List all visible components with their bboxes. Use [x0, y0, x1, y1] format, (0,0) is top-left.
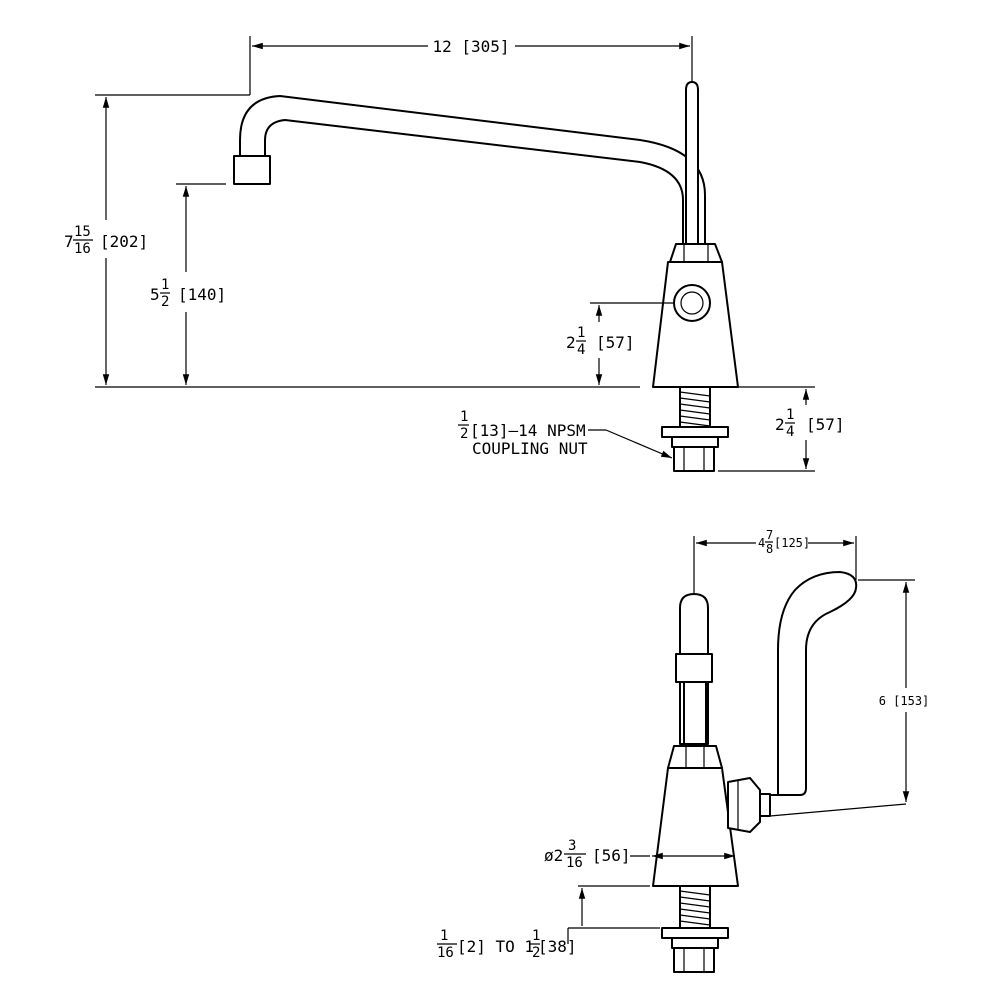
svg-text:[140]: [140]	[178, 285, 226, 304]
svg-text:4: 4	[786, 424, 794, 440]
svg-text:[13]–14 NPSM: [13]–14 NPSM	[470, 421, 586, 440]
valve-body-front	[652, 767, 739, 887]
dim-body-diameter: ø2 3 16 [56]	[544, 838, 631, 871]
threaded-shank-front	[679, 885, 711, 929]
dim-top-width: 12 [305]	[432, 37, 509, 56]
svg-text:15: 15	[74, 224, 91, 240]
svg-text:2: 2	[775, 415, 785, 434]
hex-collar-front	[667, 745, 723, 769]
svg-text:[56]: [56]	[592, 846, 631, 865]
dim-total-height: 7 15 16 [202]	[64, 224, 148, 257]
svg-text:2: 2	[532, 945, 540, 961]
svg-text:8: 8	[766, 542, 773, 556]
aerator	[233, 155, 271, 185]
svg-text:[57]: [57]	[596, 333, 635, 352]
coupling-nut-label: 1 2 [13]–14 NPSM COUPLING NUT	[458, 409, 588, 458]
svg-text:5: 5	[150, 285, 160, 304]
dim-handle-height: 2 1 4 [57]	[566, 325, 635, 358]
svg-text:1: 1	[440, 928, 448, 944]
coupling-nut	[673, 446, 715, 472]
valve-body	[652, 261, 739, 388]
svg-text:[57]: [57]	[806, 415, 845, 434]
svg-text:2: 2	[460, 426, 468, 442]
washer-front	[661, 927, 729, 939]
wrist-blade-handle	[770, 571, 858, 796]
handle-hub-front	[727, 777, 761, 833]
svg-text:[2] TO 1: [2] TO 1	[457, 937, 534, 956]
hex-collar	[669, 243, 723, 263]
svg-text:4: 4	[577, 342, 585, 358]
threaded-shank	[679, 386, 711, 428]
dim-deck-thickness: 1 16 [2] TO 1 1 2 [38]	[437, 928, 577, 961]
svg-text:1: 1	[460, 409, 468, 425]
coupling-nut-front	[673, 947, 715, 973]
spout	[239, 95, 706, 246]
dim-handle-rise: 6 [153]	[879, 694, 930, 708]
svg-text:7: 7	[766, 528, 773, 542]
svg-text:1: 1	[577, 325, 585, 341]
svg-text:1: 1	[161, 277, 169, 293]
handle-hub	[673, 284, 711, 322]
side-view: 12 [305] 7 15 16 [202] 5 1 2 [140] 2 1	[64, 36, 845, 472]
svg-text:COUPLING NUT: COUPLING NUT	[472, 439, 588, 458]
svg-text:3: 3	[568, 838, 576, 854]
washer	[661, 426, 729, 438]
dim-shank-length: 2 1 4 [57]	[775, 407, 845, 440]
front-view: 4 7 8 [125] 6 [153] ø2 3 16 [56] 1 16	[437, 528, 930, 973]
svg-text:16: 16	[74, 241, 91, 257]
svg-text:1: 1	[786, 407, 794, 423]
svg-text:[202]: [202]	[100, 232, 148, 251]
svg-text:2: 2	[566, 333, 576, 352]
dim-handle-reach: 4 7 8 [125]	[758, 528, 810, 556]
svg-text:7: 7	[64, 232, 74, 251]
svg-text:16: 16	[437, 945, 454, 961]
svg-text:2: 2	[161, 294, 169, 310]
svg-text:4: 4	[758, 536, 765, 550]
svg-text:[125]: [125]	[774, 536, 810, 550]
svg-text:16: 16	[566, 855, 583, 871]
svg-text:1: 1	[532, 928, 540, 944]
svg-text:ø2: ø2	[544, 846, 563, 865]
dim-spout-height: 5 1 2 [140]	[150, 277, 226, 310]
svg-text:[38]: [38]	[538, 937, 577, 956]
